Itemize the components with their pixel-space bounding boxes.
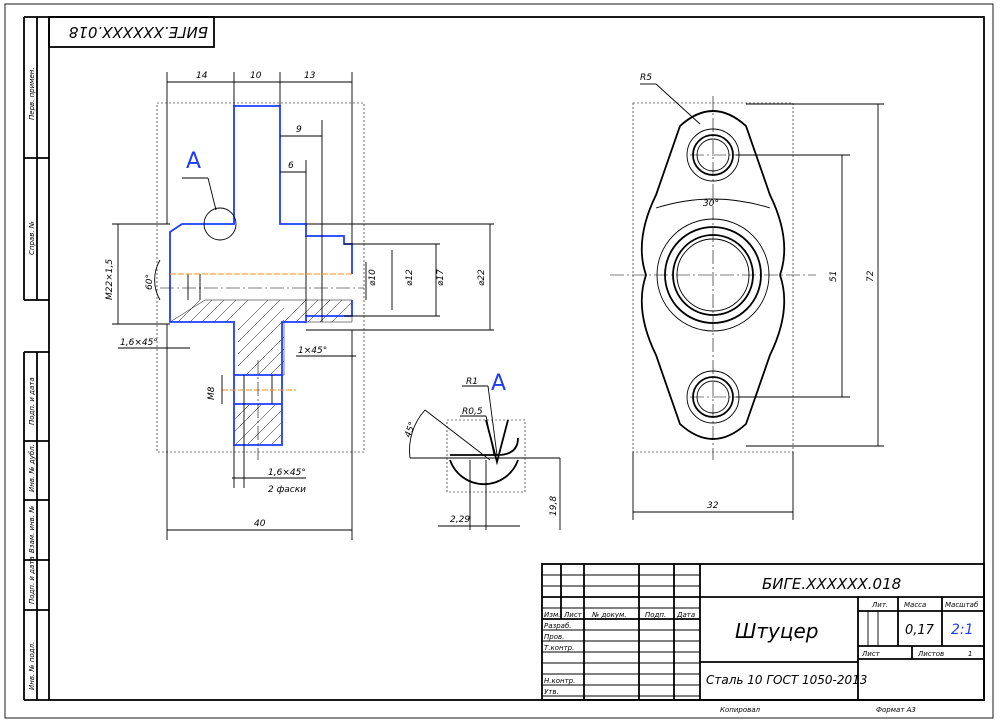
front-view-section: A 14 10 13 9 6 M22×1,5 60° 1,6×45° ⌀ [105,71,494,540]
dim-14: 14 [196,71,208,81]
inner-frame [48,16,985,701]
tb-mass-value: 0,17 [905,623,935,638]
side-label-inv-podl: Инв. № подл. [28,642,36,690]
tb-lit-label: Лит. [871,601,888,609]
side-label-vzam: Взам. инв. № [28,505,36,553]
tb-header-list: Лист [563,611,583,619]
dim-angle-45: 45° [403,421,418,439]
detail-circle [203,207,237,241]
detail-view-a: A R1 R0,5 45° 2,29 19,8 [403,371,561,530]
dim-angle-60: 60° [145,274,155,290]
tb-scale-value: 2:1 [951,622,974,638]
tb-format: Формат А3 [876,706,916,714]
doc-code-rotated: БИГЕ.XXXXXX.018 [69,23,208,41]
dim-angle-30: 30° [703,199,719,209]
detail-profile [449,437,519,486]
tb-role-utv: Утв. [544,688,559,696]
tb-code: БИГЕ.XXXXXX.018 [762,575,901,593]
dim-r5: R5 [640,73,652,83]
title-block: БИГЕ.XXXXXX.018 Штуцер Сталь 10 ГОСТ 105… [541,563,985,701]
dim-9: 9 [296,125,302,135]
hatch-lines [177,299,353,445]
side-label-perv: Перв. примен. [28,67,36,120]
dim-40: 40 [254,519,266,529]
tb-header-date: Дата [676,611,695,619]
dim-32: 32 [707,501,719,511]
detail-mark-a: A [491,371,506,396]
part-outline-lower [169,274,353,446]
hatch-area [169,299,353,376]
dim-198: 19,8 [549,496,559,516]
dim-chamfer-left: 1,6×45° [120,338,158,348]
dim-r1: R1 [466,377,478,387]
dim-dia10: ⌀10 [368,269,378,286]
tb-sheets-value: 1 [968,650,972,658]
dim-m8: M8 [207,386,217,400]
dim-dia17: ⌀17 [436,269,446,286]
dim-51: 51 [829,271,839,282]
side-label-inv-dubl: Инв. № дубл. [28,444,36,492]
part-outline-upper [169,105,353,274]
dim-229: 2,29 [450,515,470,525]
front-view-bounds [156,102,365,453]
tb-header-doc: № докум. [591,611,627,619]
tb-copied: Копировал [720,706,761,714]
tb-role-prov: Пров. [544,633,564,641]
section-mark-a: A [186,149,201,174]
dim-dia12: ⌀12 [405,269,415,286]
tb-role-tkontr: Т.контр. [544,644,574,652]
dim-13: 13 [304,71,316,81]
dim-r05: R0,5 [462,407,483,417]
side-label-podp2: Подп. и дата [28,556,36,604]
tb-role-razrab: Разраб. [544,622,572,630]
outer-frame [4,3,994,719]
side-label-podp1: Подп. и дата [28,377,36,425]
tb-sheet-label: Лист [861,650,881,658]
dim-6: 6 [288,161,294,171]
dim-72: 72 [866,270,876,282]
dim-thread: M22×1,5 [105,259,115,300]
tb-scale-label: Масштаб [945,601,979,609]
dim-chamfer-right: 1×45° [298,346,327,356]
tb-name: Штуцер [735,619,819,643]
dim-dia22: ⌀22 [477,269,487,286]
doc-code-box [48,16,215,48]
tb-role-nkontr: Н.контр. [544,677,575,685]
left-margin-strip: Перв. примен. Справ. № Подп. и дата Инв.… [23,16,49,701]
side-label-sprav: Справ. № [28,221,36,255]
dim-chamfer-holes: 1,6×45° [268,468,306,478]
dim-chamfer-count: 2 фаски [268,485,306,495]
tb-header-izm: Изм. [544,611,560,619]
tb-mass-label: Масса [904,601,926,609]
dim-10: 10 [250,71,262,81]
tb-material: Сталь 10 ГОСТ 1050-2013 [706,673,867,687]
tb-sheets-label: Листов [917,650,944,658]
tb-header-sign: Подп. [645,611,666,619]
side-view-flange: R5 30° 51 72 32 [610,73,884,520]
